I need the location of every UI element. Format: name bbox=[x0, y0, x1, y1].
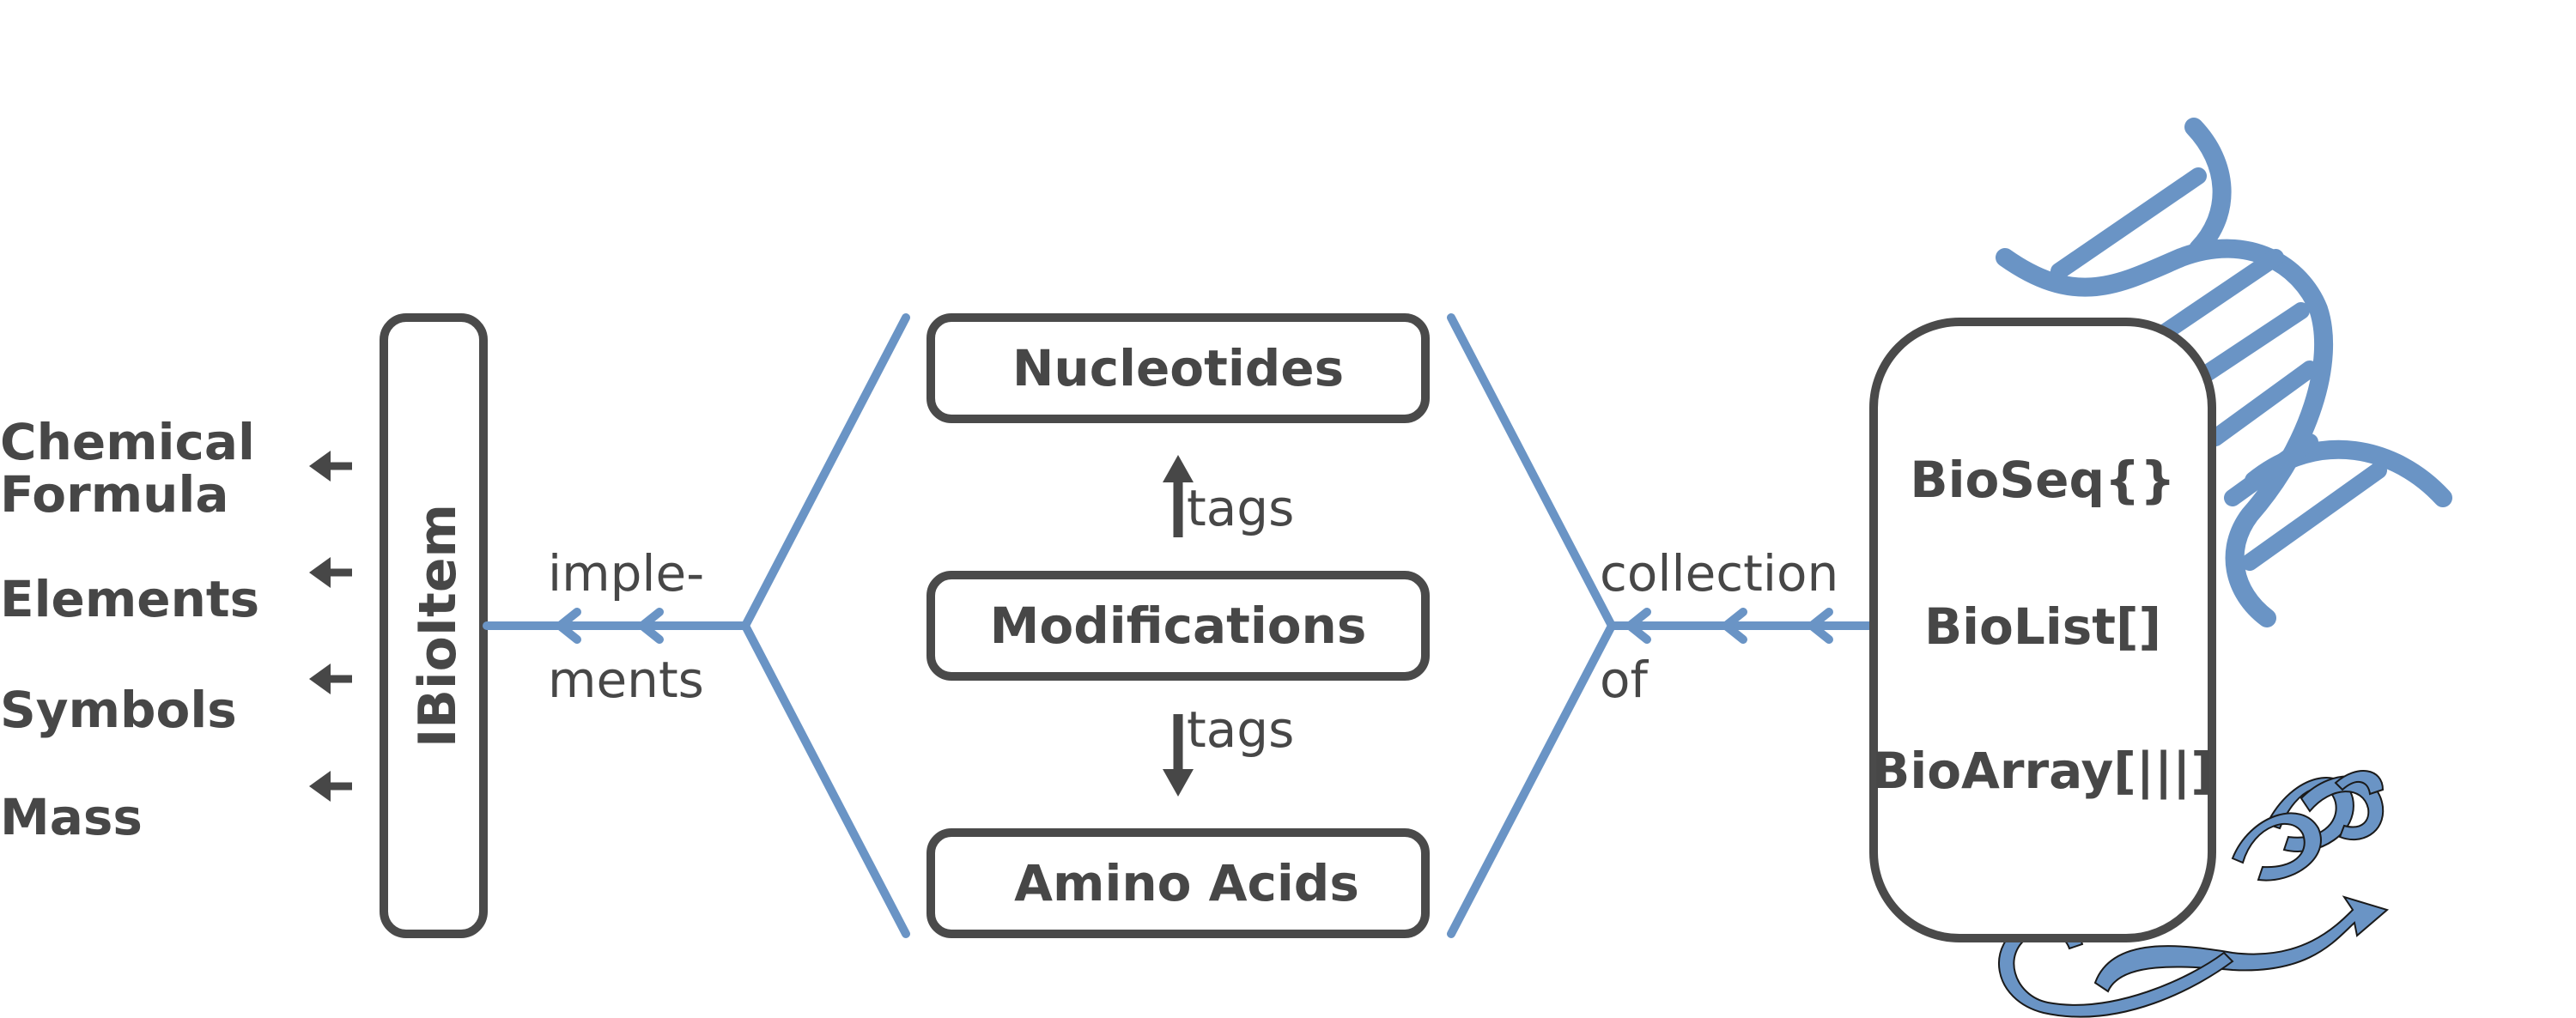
chevron-left-icon bbox=[1718, 608, 1747, 644]
type-nucleotides: Nucleotides bbox=[1012, 339, 1344, 397]
type-box-modifications bbox=[927, 571, 1430, 681]
collection-bioseq: BioSeq{} bbox=[1910, 451, 2175, 509]
implements-label-top: imple- bbox=[548, 544, 704, 603]
type-box-amino-acids bbox=[927, 828, 1430, 938]
tags-label-up: tags bbox=[1187, 479, 1294, 537]
interface-label: IBioItem bbox=[408, 504, 468, 748]
down-arrow-icon bbox=[1163, 714, 1194, 797]
up-arrow-icon bbox=[1163, 455, 1194, 537]
left-arrow-icon bbox=[309, 664, 352, 694]
implements-label-bottom: ments bbox=[548, 651, 704, 709]
property-mass: Mass bbox=[0, 788, 143, 846]
left-arrow-icon bbox=[309, 557, 352, 588]
collections-box bbox=[1869, 318, 2216, 942]
chevron-left-icon bbox=[1622, 608, 1651, 644]
protein-ribbon-icon bbox=[1997, 770, 2390, 1018]
collection-label-top: collection bbox=[1600, 544, 1838, 603]
type-modifications: Modifications bbox=[990, 597, 1367, 655]
type-box-nucleotides bbox=[927, 313, 1430, 423]
dna-helix-icon bbox=[1996, 118, 2452, 627]
property-chemical: Chemical bbox=[0, 413, 255, 471]
tags-label-down: tags bbox=[1187, 700, 1294, 759]
left-arrow-icon bbox=[309, 771, 352, 802]
property-elements: Elements bbox=[0, 570, 259, 628]
collection-biolist: BioList[] bbox=[1924, 597, 2161, 656]
chevron-left-icon bbox=[1804, 608, 1833, 644]
type-amino-acids: Amino Acids bbox=[1014, 854, 1359, 912]
property-formula: Formula bbox=[0, 465, 228, 524]
chevron-left-icon bbox=[552, 608, 581, 644]
collection-label-bottom: of bbox=[1600, 651, 1649, 709]
collection-bioarray: BioArray[|||] bbox=[1872, 742, 2214, 800]
chevron-left-icon bbox=[635, 608, 664, 644]
right-bracket bbox=[1447, 313, 1617, 938]
left-arrow-icon bbox=[309, 451, 352, 482]
property-symbols: Symbols bbox=[0, 681, 237, 739]
left-bracket bbox=[740, 313, 910, 938]
